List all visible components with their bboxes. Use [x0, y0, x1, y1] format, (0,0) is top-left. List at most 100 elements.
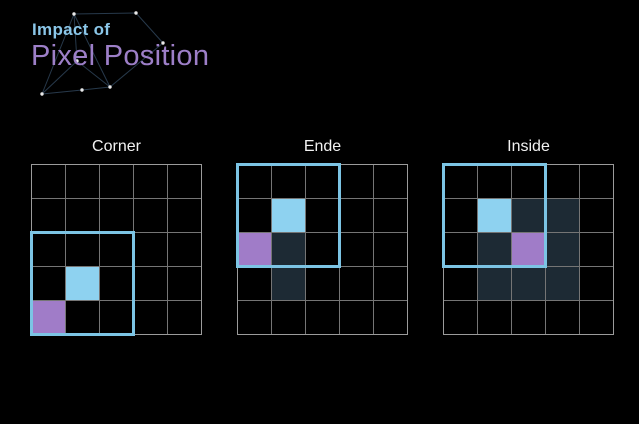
- grid-cell: [66, 301, 99, 334]
- grid-cell: [134, 199, 167, 232]
- figure-label-inside: Inside: [507, 138, 550, 155]
- constellation-node: [134, 11, 138, 15]
- constellation-graph: [40, 11, 165, 96]
- pixel-grid-corner: [30, 164, 202, 336]
- grid-cell: [32, 199, 65, 232]
- figure-inside: Inside: [442, 137, 614, 335]
- grid-cell: [100, 301, 133, 334]
- grid-cell: [32, 233, 65, 266]
- grid-cell: [444, 233, 477, 266]
- grid-cell: [134, 301, 167, 334]
- grid-cell: [478, 301, 511, 334]
- grid-cell: [272, 233, 305, 266]
- grid-cell: [306, 165, 339, 198]
- grid-cell: [100, 267, 133, 300]
- grid-cell: [546, 165, 579, 198]
- grid-cell: [512, 301, 545, 334]
- grid-cell: [306, 233, 339, 266]
- grid-cell: [340, 267, 373, 300]
- grid-cell: [168, 165, 201, 198]
- grid-cell: [238, 199, 271, 232]
- figure-ende: Ende: [236, 137, 408, 335]
- grid-cell: [580, 233, 613, 266]
- grid-cell: [306, 199, 339, 232]
- grid-cell: [238, 165, 271, 198]
- grid-cell: [168, 199, 201, 232]
- grid-cell: [272, 165, 305, 198]
- constellation-edge: [76, 60, 111, 88]
- grid-cell: [444, 199, 477, 232]
- constellation-edge: [73, 12, 137, 15]
- grid-cell: [580, 267, 613, 300]
- grid-cell: [478, 267, 511, 300]
- grid-cell: [512, 233, 545, 266]
- constellation-node: [40, 92, 44, 96]
- grid-cell: [66, 165, 99, 198]
- grid-cell: [444, 301, 477, 334]
- pixel-grid-ende: [236, 163, 408, 335]
- grid-cell: [580, 199, 613, 232]
- constellation-edge: [135, 12, 164, 44]
- grid-cell: [238, 267, 271, 300]
- grid-cell: [580, 301, 613, 334]
- constellation-node: [75, 59, 79, 63]
- grid-cell: [340, 233, 373, 266]
- grid-cell: [374, 165, 407, 198]
- constellation-edge: [81, 86, 111, 91]
- grid-cell: [134, 165, 167, 198]
- constellation-node: [72, 12, 76, 16]
- grid-cell: [32, 165, 65, 198]
- grid-cell: [134, 267, 167, 300]
- constellation-node: [161, 41, 165, 45]
- grid-cell: [478, 199, 511, 232]
- grid-cell: [546, 301, 579, 334]
- grid-cell: [374, 267, 407, 300]
- grid-cell: [306, 301, 339, 334]
- figure-corner: Corner: [30, 137, 202, 336]
- grid-cell: [168, 267, 201, 300]
- grid-cell: [306, 267, 339, 300]
- grid-cell: [100, 199, 133, 232]
- constellation-edge: [41, 89, 83, 95]
- constellation-edge: [73, 13, 78, 62]
- figure-label-corner: Corner: [92, 138, 141, 155]
- grid-cell: [546, 267, 579, 300]
- grid-cell: [66, 267, 99, 300]
- grid-cell: [238, 233, 271, 266]
- grid-cell: [478, 165, 511, 198]
- grid-cell: [374, 199, 407, 232]
- grid-cell: [444, 165, 477, 198]
- constellation-edge: [73, 13, 111, 88]
- grid-cell: [546, 199, 579, 232]
- grid-cell: [32, 301, 65, 334]
- grid-cell: [512, 199, 545, 232]
- grid-cell: [340, 301, 373, 334]
- grid-cell: [66, 233, 99, 266]
- grid-cell: [272, 301, 305, 334]
- constellation-node: [108, 85, 112, 89]
- grid-cell: [168, 301, 201, 334]
- grid-cell: [340, 199, 373, 232]
- pixel-grid-inside: [442, 163, 614, 335]
- grid-cell: [238, 301, 271, 334]
- figure-label-ende: Ende: [303, 138, 342, 155]
- grid-cell: [100, 165, 133, 198]
- constellation-edge: [109, 42, 164, 88]
- grid-cell: [340, 165, 373, 198]
- constellation-node: [80, 88, 84, 92]
- grid-cell: [32, 267, 65, 300]
- grid-cell: [66, 199, 99, 232]
- grid-cell: [272, 267, 305, 300]
- grid-cell: [100, 233, 133, 266]
- grid-cell: [374, 233, 407, 266]
- constellation-edge: [41, 60, 78, 95]
- slide-title: Pixel Position: [31, 40, 210, 72]
- grid-cell: [580, 165, 613, 198]
- constellation-edge: [41, 13, 75, 95]
- slide-kicker: Impact of: [32, 20, 111, 39]
- grid-cell: [272, 199, 305, 232]
- grid-cell: [134, 233, 167, 266]
- grid-cell: [546, 233, 579, 266]
- grid-cell: [512, 267, 545, 300]
